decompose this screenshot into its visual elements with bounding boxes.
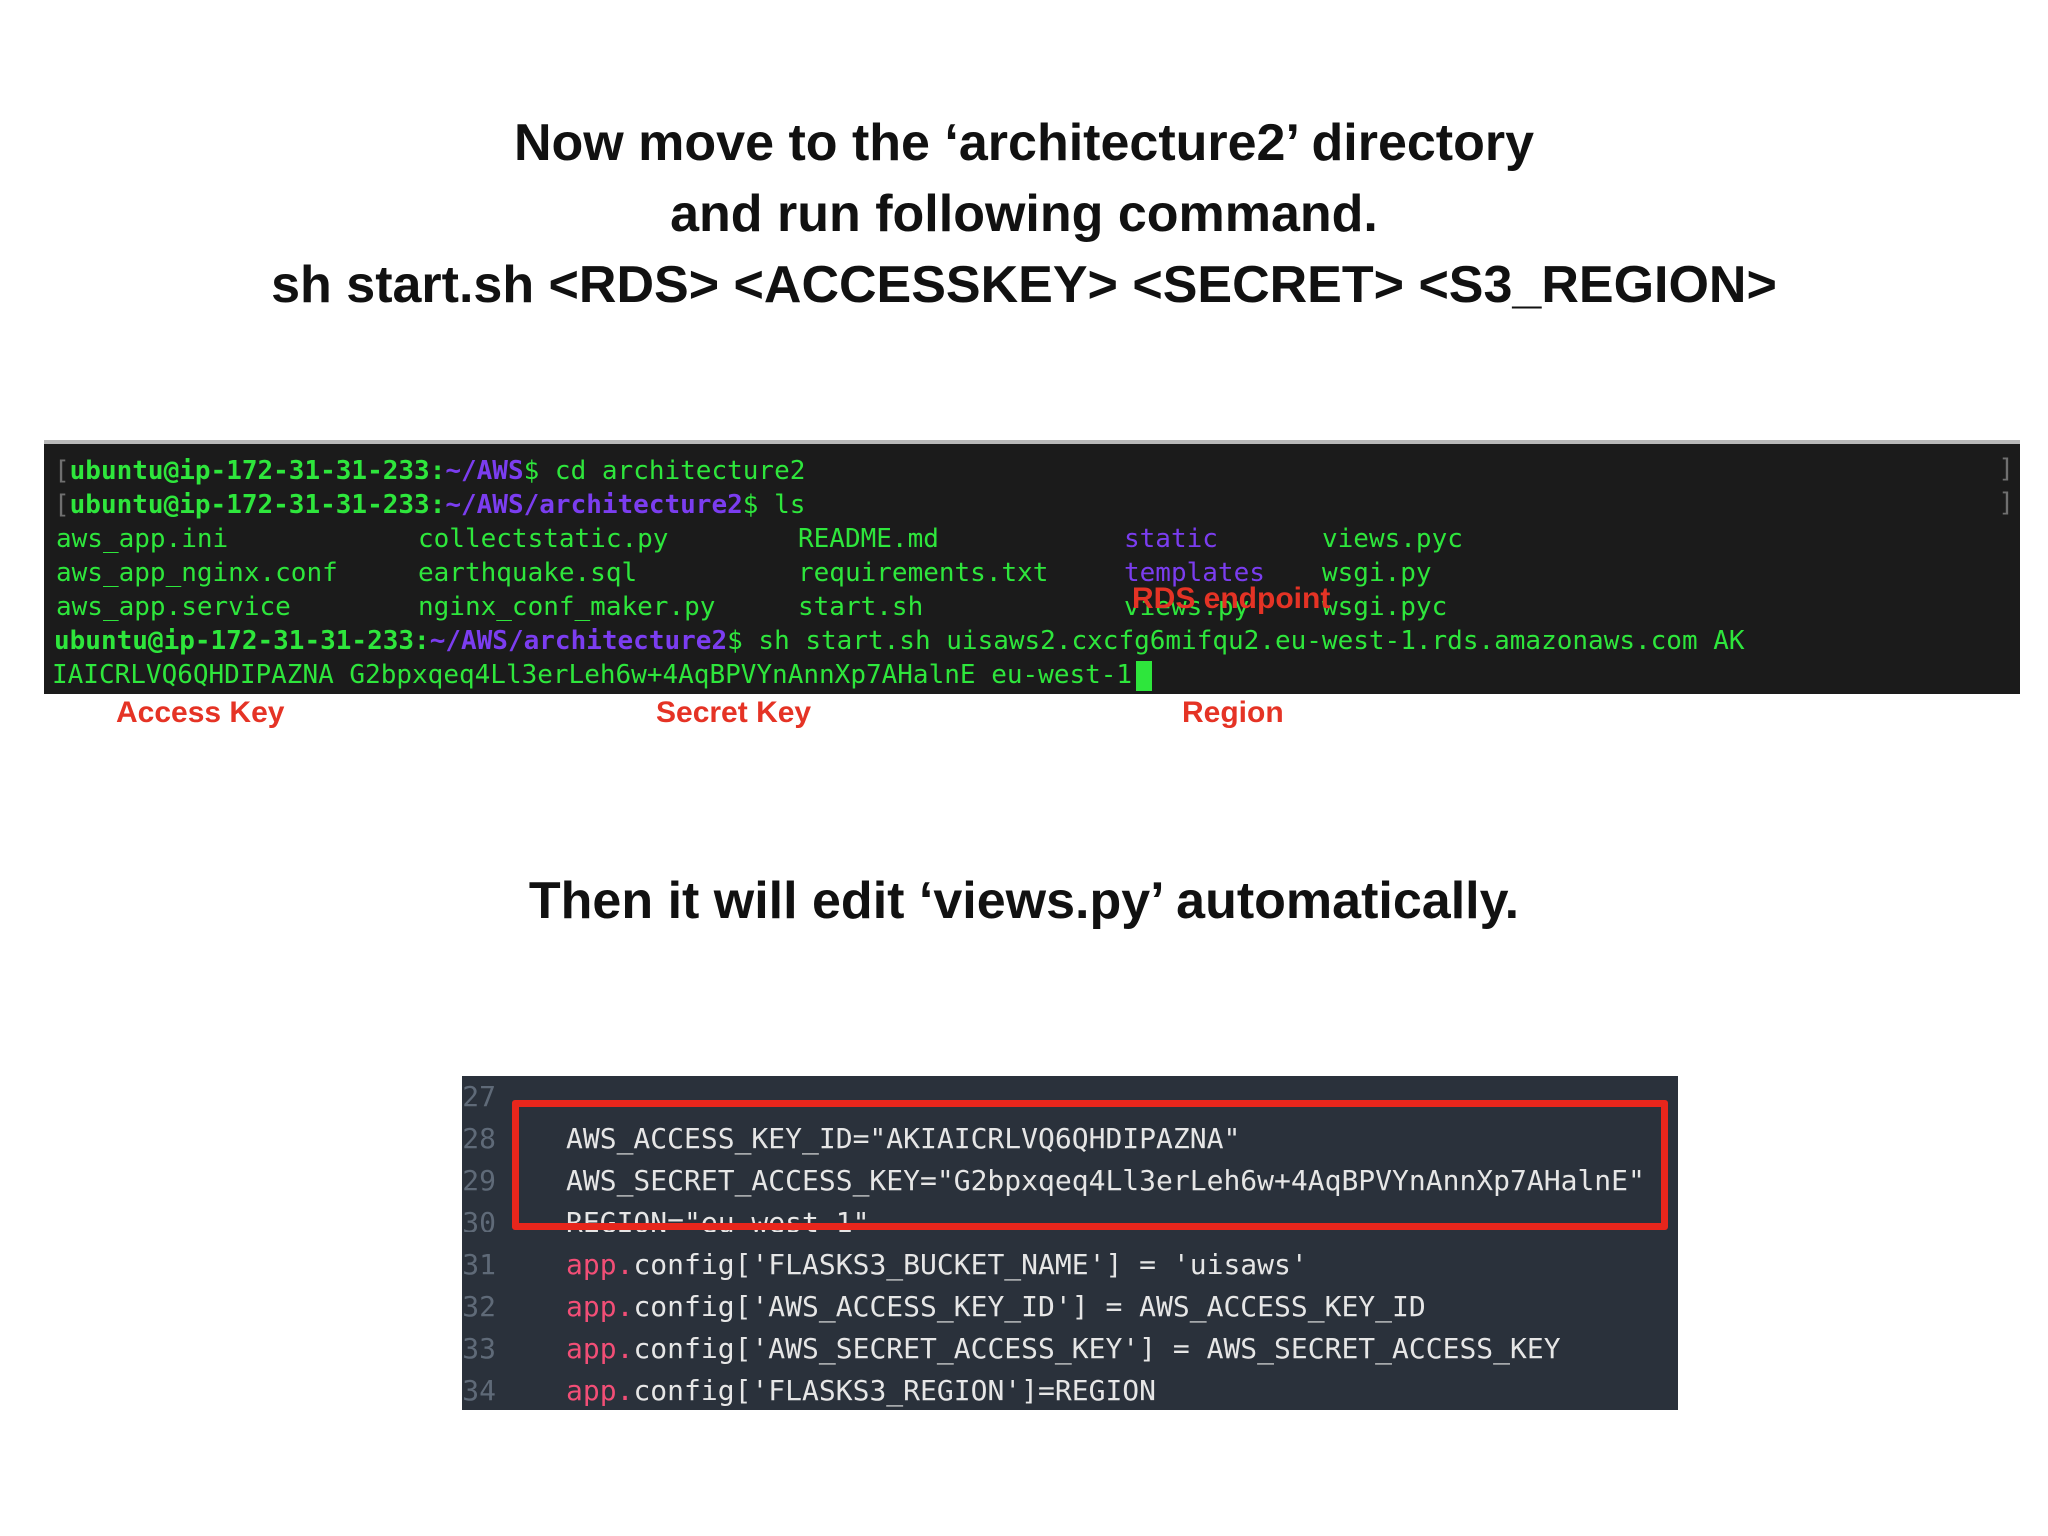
file-entry: nginx_conf_maker.py [418,592,716,622]
code-line: 29 AWS_SECRET_ACCESS_KEY="G2bpxqeq4Ll3er… [462,1160,1678,1202]
file-entry: views.pyc [1322,524,1463,554]
line-number: 29 [462,1164,496,1197]
code-line: 31 app.config['FLASKS3_BUCKET_NAME'] = '… [462,1244,1678,1286]
heading-line-1: Now move to the ‘architecture2’ director… [513,114,1535,172]
file-entry: aws_app_nginx.conf [56,558,338,588]
file-entry: wsgi.pyc [1322,592,1448,622]
prompt-host: ubuntu@ip-172-31-31-233 [69,490,430,520]
code-text: config['FLASKS3_BUCKET_NAME'] = 'uisaws' [633,1248,1308,1281]
file-entry: wsgi.py [1322,558,1432,588]
prompt-host: ubuntu@ip-172-31-31-233 [54,626,415,656]
line-number: 32 [462,1290,496,1323]
code-editor: 27 28 AWS_ACCESS_KEY_ID="AKIAICRLVQ6QHDI… [462,1076,1678,1410]
file-entry: requirements.txt [798,558,1049,588]
result-heading: Then it will edit ‘views.py’ automatical… [528,872,1520,930]
line-number: 34 [462,1374,496,1407]
file-entry: views.py [1124,592,1250,622]
heading-line-3: sh start.sh <RDS> <ACCESSKEY> <SECRET> <… [271,256,1777,314]
prompt-bracket: [ [54,490,70,520]
line-number: 28 [462,1122,496,1155]
terminal-window: [ubuntu@ip-172-31-31-233:~/AWS$ cd archi… [44,440,2020,694]
line-number: 31 [462,1248,496,1281]
terminal-line-args: IAICRLVQ6QHDIPAZNA G2bpxqeq4Ll3erLeh6w+4… [52,658,1153,692]
terminal-command-args: IAICRLVQ6QHDIPAZNA G2bpxqeq4Ll3erLeh6w+4… [52,660,1133,690]
terminal-command: $ ls [742,490,806,520]
prompt-colon: : [414,626,430,656]
prompt-path: ~/AWS/architecture2 [445,490,743,520]
rds-endpoint-label: RDS endpoint [1132,582,1331,615]
terminal-line-ls: [ubuntu@ip-172-31-31-233:~/AWS/architect… [54,488,805,522]
code-app-token: app. [566,1248,634,1281]
line-number: 27 [462,1080,496,1113]
prompt-right-bracket: ] [1998,488,2014,518]
code-line: 32 app.config['AWS_ACCESS_KEY_ID'] = AWS… [462,1286,1678,1328]
prompt-path: ~/AWS [445,456,524,486]
code-app-token: app. [566,1290,634,1323]
code-line: 28 AWS_ACCESS_KEY_ID="AKIAICRLVQ6QHDIPAZ… [462,1118,1678,1160]
terminal-cursor [1136,660,1153,691]
credentials-highlight-box [512,1100,1668,1230]
code-line: 33 app.config['AWS_SECRET_ACCESS_KEY'] =… [462,1328,1678,1370]
file-entry: earthquake.sql [418,558,638,588]
line-number: 33 [462,1332,496,1365]
access-key-label: Access Key [116,696,285,729]
terminal-command: $ cd architecture2 [523,456,806,486]
code-text: config['AWS_ACCESS_KEY_ID'] = AWS_ACCESS… [633,1290,1426,1323]
prompt-path: ~/AWS/architecture2 [429,626,728,656]
prompt-colon: : [429,490,446,520]
prompt-colon: : [429,456,446,486]
code-app-token: app. [566,1332,634,1365]
code-text: config['AWS_SECRET_ACCESS_KEY'] = AWS_SE… [633,1332,1561,1365]
line-number: 30 [462,1206,496,1232]
prompt-host: ubuntu@ip-172-31-31-233 [69,456,430,486]
file-entry: README.md [798,524,939,554]
file-entry: start.sh [798,592,924,622]
region-label: Region [1182,696,1284,729]
dir-entry: static [1124,524,1218,554]
file-entry: collectstatic.py [418,524,669,554]
code-text: AWS_ACCESS_KEY_ID="AKIAICRLVQ6QHDIPAZNA" [566,1122,1241,1155]
heading-line-2: and run following command. [670,185,1378,243]
secret-key-label: Secret Key [656,696,812,729]
code-text: AWS_SECRET_ACCESS_KEY="G2bpxqeq4Ll3erLeh… [566,1164,1645,1197]
code-app-token: app. [566,1374,634,1407]
code-text: config['FLASKS3_REGION']=REGION [633,1374,1157,1407]
prompt-bracket: [ [54,456,70,486]
file-entry: aws_app.service [56,592,291,622]
file-entry: aws_app.ini [56,524,229,554]
code-line: 27 [462,1076,1678,1118]
code-line: 34 app.config['FLASKS3_REGION']=REGION [462,1370,1678,1410]
prompt-right-bracket: ] [1998,454,2014,484]
dir-entry: templates [1124,558,1265,588]
terminal-command: $ sh start.sh uisaws2.cxcfg6mifqu2.eu-we… [727,626,1745,656]
terminal-line-cd: [ubuntu@ip-172-31-31-233:~/AWS$ cd archi… [54,454,805,488]
instruction-heading: Now move to the ‘architecture2’ director… [0,108,2048,321]
terminal-line-start: ubuntu@ip-172-31-31-233:~/AWS/architectu… [54,624,1745,658]
